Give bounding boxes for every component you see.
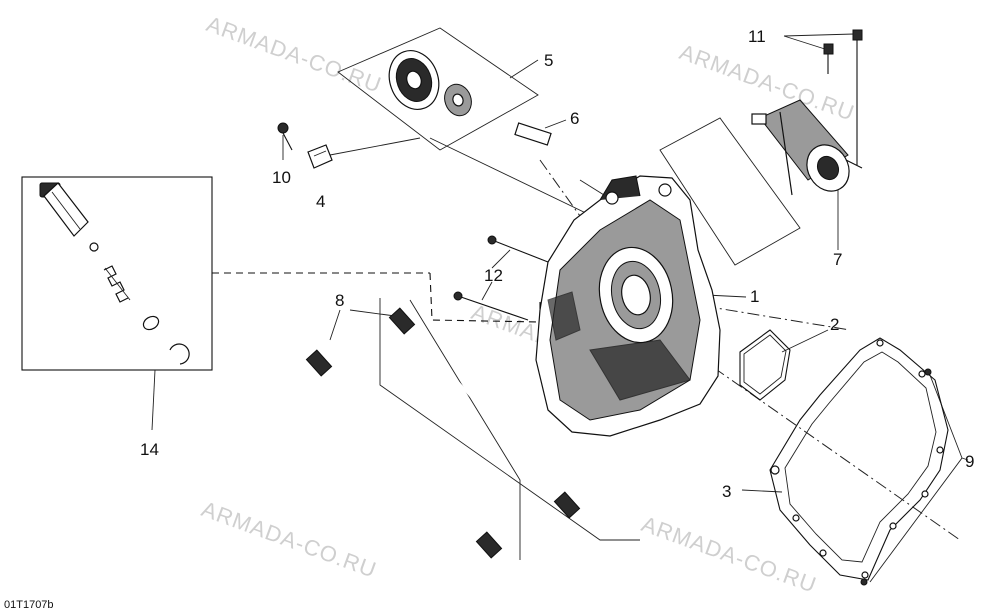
part-3-gasket: [769, 337, 949, 581]
inset-frame: [21, 176, 213, 371]
callout-14: 14: [140, 440, 159, 459]
callout-5: 5: [544, 51, 553, 70]
callout-3: 3: [722, 482, 731, 501]
watermark-3: ARMADA-CO.RU: [198, 496, 380, 583]
washer: [142, 315, 160, 331]
callout-9: 9: [965, 452, 974, 471]
part-1-crankcase: [535, 175, 721, 437]
part-2-seal: [739, 329, 791, 401]
callout-11: 11: [748, 27, 766, 46]
callout-8: 8: [335, 291, 344, 310]
callout-labels: 1 2 3 4 5 6 7 8 9 10 11 12 14: [140, 27, 974, 501]
part-4-clip: [307, 144, 333, 169]
callout-2: 2: [830, 315, 839, 334]
inset-box-14: [21, 176, 213, 371]
callout-1: 1: [750, 287, 759, 306]
drawing-code: 01T1707b: [4, 599, 54, 611]
part-12-bolts: [453, 235, 549, 321]
part-5-gears: [388, 50, 472, 117]
circlip: [169, 343, 190, 365]
callout-10: 10: [272, 168, 291, 187]
filter-body: [43, 182, 89, 237]
callout-12: 12: [484, 266, 503, 285]
watermark-1: ARMADA-CO.RU: [203, 11, 385, 98]
part-10-bolt: [277, 122, 293, 151]
part-6-pin: [514, 122, 552, 146]
callout-7: 7: [833, 250, 842, 269]
part-11-bolts: [823, 29, 863, 165]
part-7-starter-motor: [751, 99, 863, 196]
ball: [89, 242, 99, 252]
callout-4: 4: [316, 192, 325, 211]
part-8-studs: [305, 307, 581, 559]
callout-6: 6: [570, 109, 579, 128]
part-9-pins: [860, 368, 932, 586]
